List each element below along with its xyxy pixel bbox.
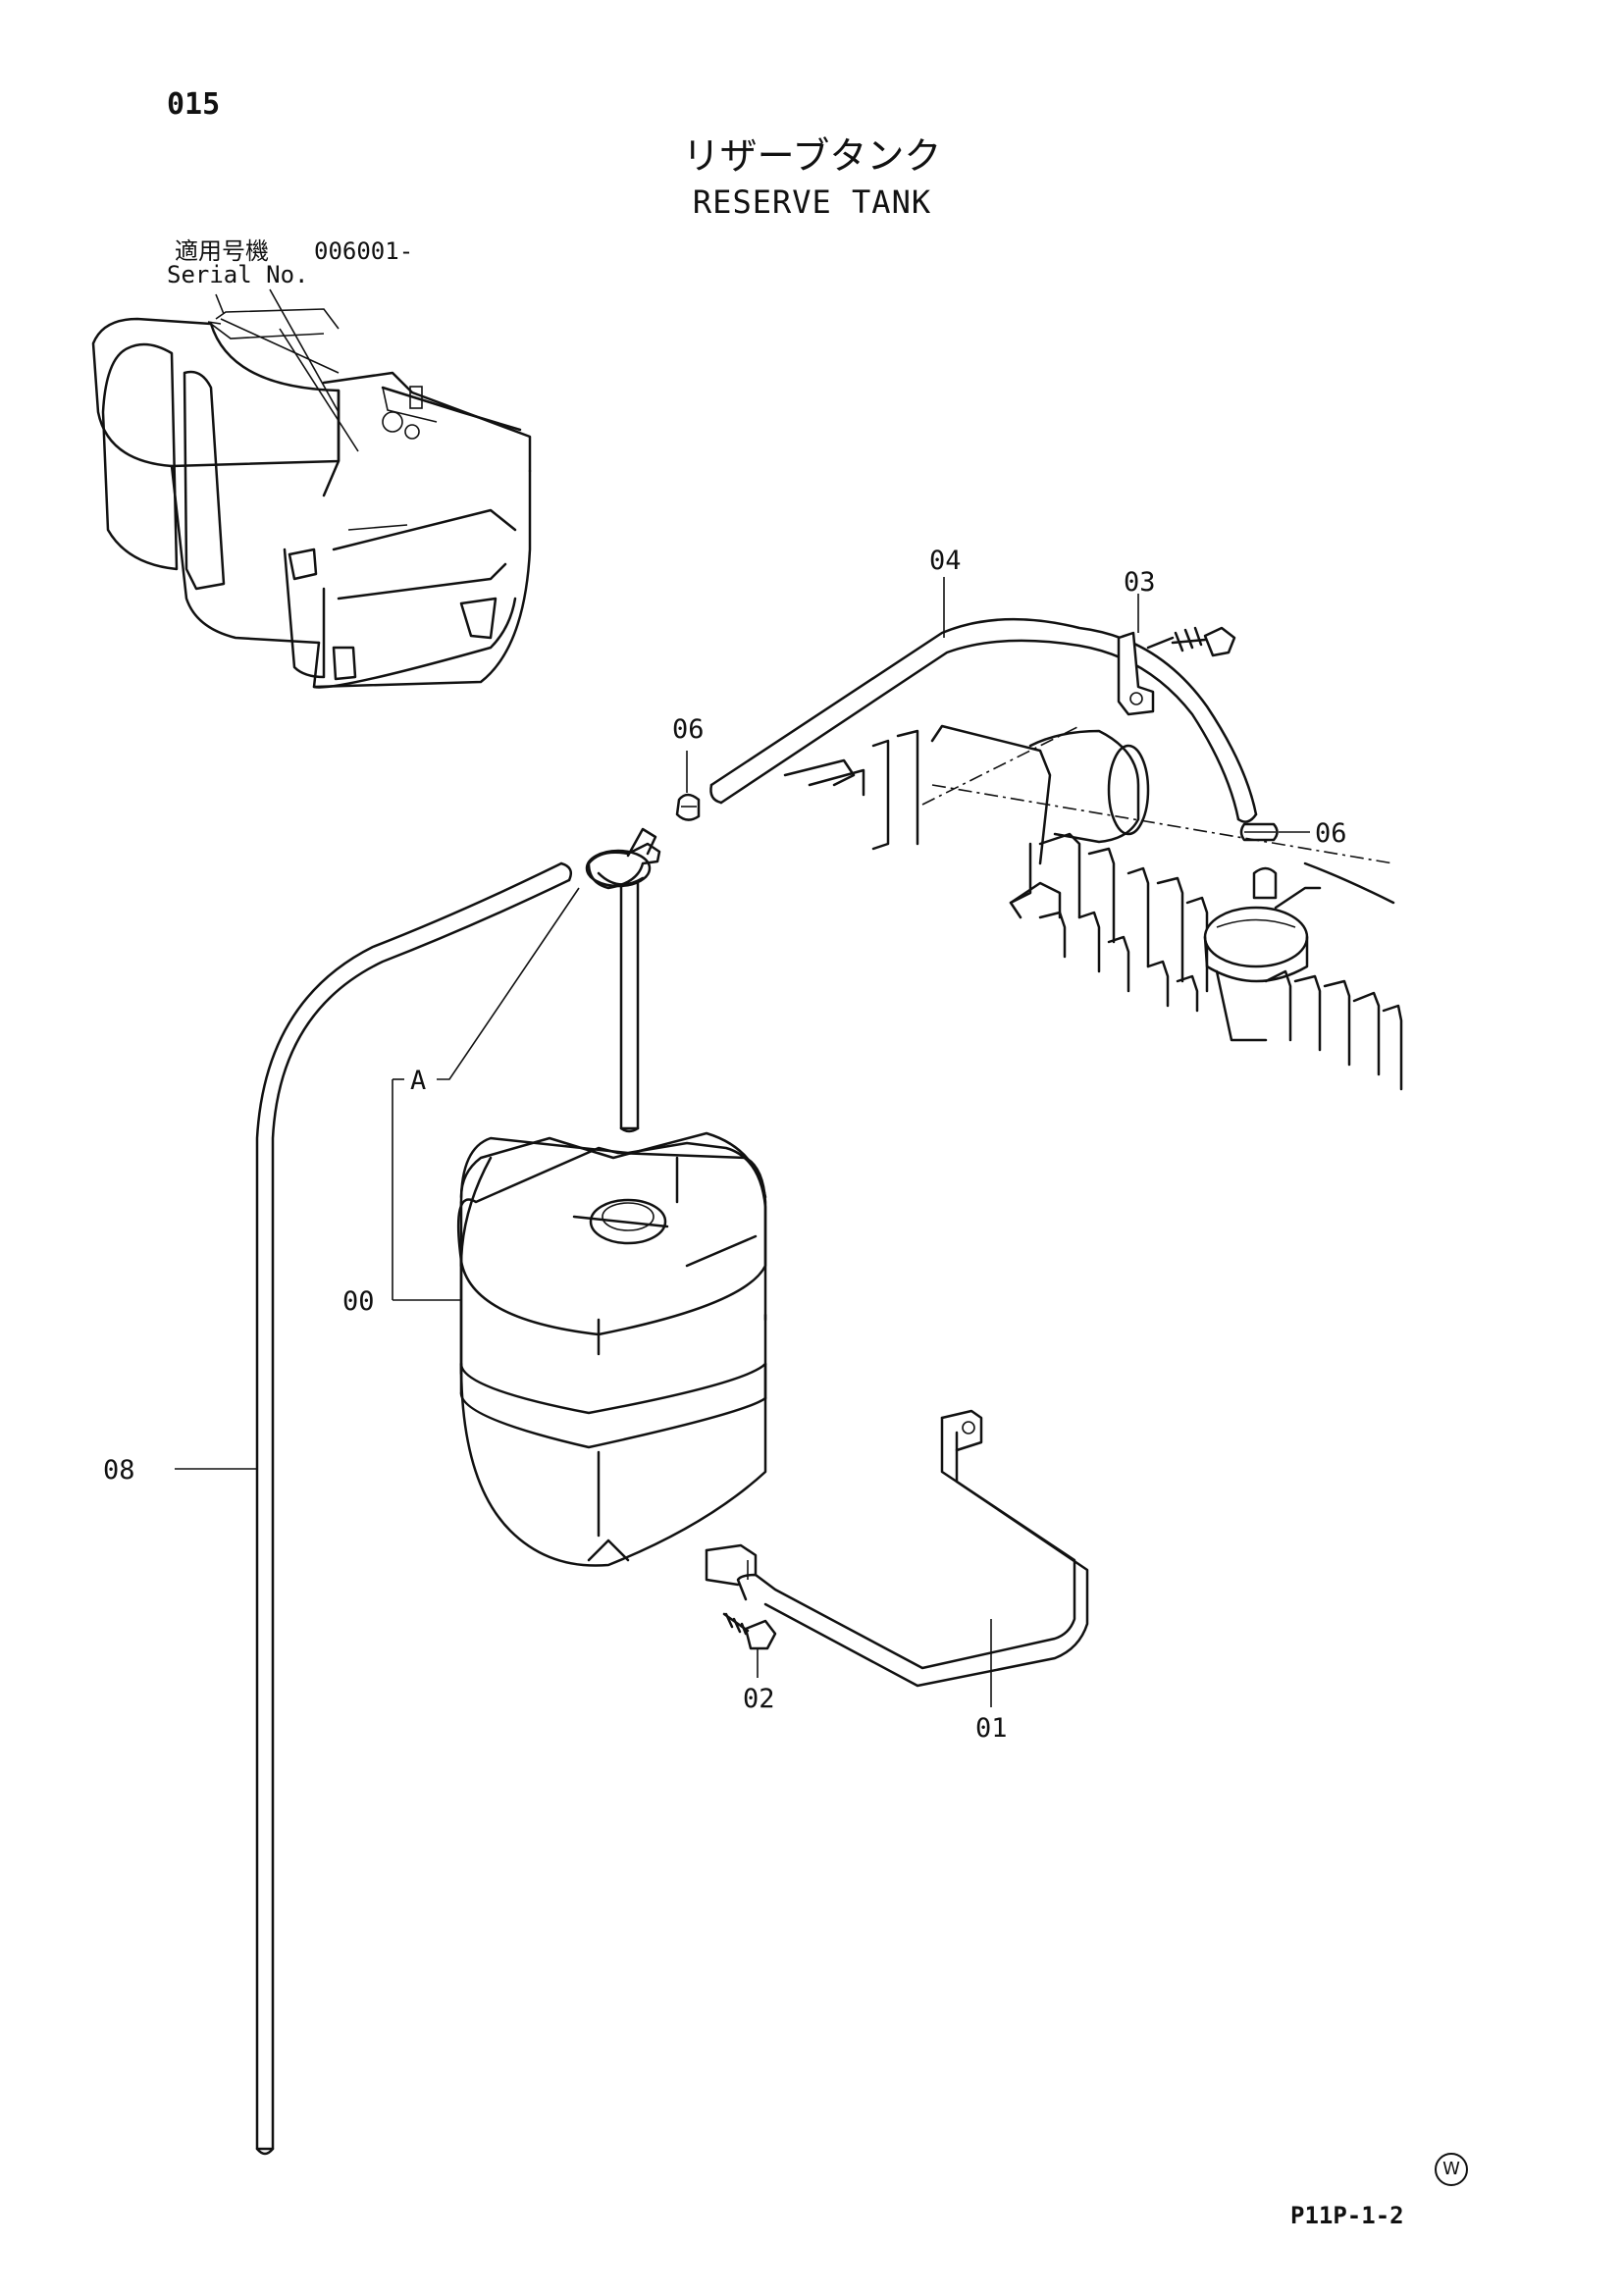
page-number: 015 [167, 87, 221, 122]
serial-label-japanese: 適用号機 [175, 237, 269, 265]
callout-06-right: 06 [1315, 818, 1347, 849]
title-english: RESERVE TANK [692, 183, 932, 221]
radiator-hose [709, 617, 1258, 823]
serial-value: 006001- [314, 237, 414, 265]
hose-clamp [1117, 626, 1236, 716]
tank-bracket [705, 1409, 1089, 1688]
leader-lines [175, 288, 1310, 1707]
overflow-hose [255, 861, 572, 2156]
radiator-assembly [783, 724, 1403, 1091]
w-mark-icon: W [1435, 2153, 1468, 2186]
callout-a: A [410, 1066, 427, 1096]
cap-assembly [585, 827, 661, 1133]
callout-06-left: 06 [672, 714, 705, 745]
hose-band [675, 793, 1279, 900]
title-japanese: リザーブタンク [682, 134, 942, 178]
reserve-tank-body [456, 1131, 767, 1567]
callout-03: 03 [1124, 567, 1156, 598]
callout-04: 04 [929, 546, 962, 576]
callout-00: 00 [342, 1286, 375, 1317]
serial-label-english: Serial No. [167, 261, 309, 288]
page-reference: P11P-1-2 [1290, 2202, 1404, 2229]
callout-02: 02 [743, 1684, 775, 1714]
callout-01: 01 [975, 1713, 1008, 1744]
callout-08: 08 [103, 1455, 135, 1486]
excavator-overview [91, 308, 532, 689]
